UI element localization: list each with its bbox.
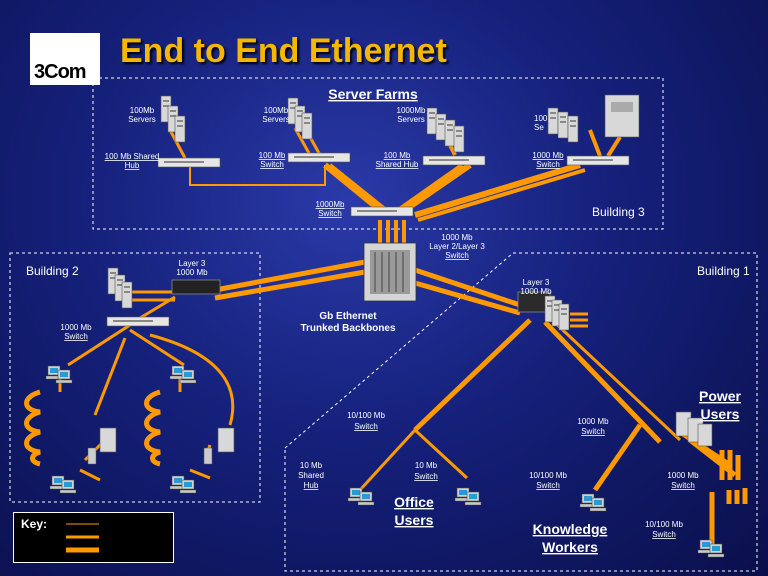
label-b2-sw-b: Switch <box>64 332 88 341</box>
label-sw1010-b: Switch <box>354 422 378 431</box>
label-hub3-a: 100 Mb <box>384 151 411 160</box>
building-1-outline <box>284 252 758 572</box>
switch-100mb <box>287 152 351 163</box>
label-servers-1b: Servers <box>128 115 156 124</box>
label-sw2-b: Switch <box>260 160 284 169</box>
knowledge-workers-label-2: Workers <box>542 539 598 555</box>
label-b2-l3-b: 1000 Mb <box>176 268 208 277</box>
knowledge-workers-label-1: Knowledge <box>533 521 608 537</box>
power-users-label-2: Users <box>701 406 740 422</box>
label-b1-l3-b: 1000 Mb <box>520 287 552 296</box>
label-hub10-c: Hub <box>304 481 319 490</box>
label-sw1010-a: 10/100 Mb <box>347 411 385 420</box>
knowledge-pcs <box>579 493 607 512</box>
building-1-label: Building 1 <box>697 264 750 278</box>
label-gb-b: Trunked Backbones <box>300 323 395 334</box>
label-servers-3a: 1000Mb <box>397 106 426 115</box>
label-core-sw-b: Switch <box>318 209 342 218</box>
server-group-4 <box>547 94 640 143</box>
b2-layer3-switch <box>171 279 221 295</box>
server-farms-label: Server Farms <box>328 86 418 102</box>
label-gb-a: Gb Ethernet <box>319 311 377 322</box>
3com-logo: 3Com <box>30 33 100 85</box>
key-label: Key: <box>21 517 48 531</box>
b2-side-servers <box>87 427 235 465</box>
switch-1000mb-core <box>350 206 414 217</box>
label-ksw-b: Switch <box>536 481 560 490</box>
label-backbone-b: Layer 2/Layer 3 <box>429 242 485 251</box>
label-pw1000-b: Switch <box>581 427 605 436</box>
shared-hub-100mb-b <box>422 155 486 166</box>
label-pw1010-b: Switch <box>652 530 676 539</box>
label-core-sw-a: 1000Mb <box>316 200 345 209</box>
label-hub10-a: 10 Mb <box>300 461 323 470</box>
label-servers-4a: 100 <box>534 114 548 123</box>
key-box: Key: <box>13 512 174 563</box>
power-servers <box>675 411 713 447</box>
label-pw1000-a: 1000 Mb <box>577 417 609 426</box>
label-sw4-a: 1000 Mb <box>532 151 564 160</box>
page-title: End to End Ethernet <box>120 32 447 70</box>
label-sw10-a: 10 Mb <box>415 461 438 470</box>
logo-text: 3Com <box>34 61 87 83</box>
label-sw4-b: Switch <box>536 160 560 169</box>
switch-1000mb-farm <box>566 155 630 166</box>
label-b2-l3-a: Layer 3 <box>179 259 206 268</box>
office-users-label-1: Office <box>394 494 434 510</box>
label-servers-1a: 100Mb <box>130 106 155 115</box>
b2-servers <box>107 267 133 309</box>
server-group-2 <box>287 97 313 140</box>
shared-hub-100mb <box>157 157 221 168</box>
building-3-label: Building 3 <box>592 205 645 219</box>
b2-switch-1000mb <box>106 316 170 327</box>
label-sw10-b: Switch <box>414 472 438 481</box>
building-2-outline <box>9 252 261 503</box>
building-2-label: Building 2 <box>26 264 79 278</box>
building-1-diagonal <box>284 252 514 449</box>
key-lines <box>66 523 99 553</box>
label-servers-2b: Servers <box>262 115 290 124</box>
label-servers-2a: 100Mb <box>264 106 289 115</box>
office-users-label-2: Users <box>395 512 434 528</box>
label-hub1-b: Hub <box>125 161 140 170</box>
mainframe-server <box>604 94 640 138</box>
power-users-label-1: Power <box>699 388 742 404</box>
backbone-chassis <box>363 242 417 302</box>
label-b1-1000-b: Switch <box>671 481 695 490</box>
server-group-3 <box>426 107 465 153</box>
label-ksw-a: 10/100 Mb <box>529 471 567 480</box>
label-hub10-b: Shared <box>298 471 324 480</box>
building-3-outline <box>92 77 664 230</box>
links <box>24 127 748 545</box>
label-backbone-a: 1000 Mb <box>441 233 473 242</box>
label-hub1-a: 100 Mb Shared <box>105 152 160 161</box>
label-servers-4b: Se <box>534 123 544 132</box>
label-pw1010-a: 10/100 Mb <box>645 520 683 529</box>
label-sw2-a: 100 Mb <box>259 151 286 160</box>
label-b2-sw-a: 1000 Mb <box>60 323 92 332</box>
label-backbone-c: Switch <box>445 251 469 260</box>
label-b1-l3-a: Layer 3 <box>523 278 550 287</box>
label-b1-1000-a: 1000 Mb <box>667 471 699 480</box>
label-servers-3b: Servers <box>397 115 425 124</box>
b2-pcs <box>45 365 197 494</box>
power-pcs <box>697 539 725 558</box>
label-hub3-b: Shared Hub <box>376 160 419 169</box>
